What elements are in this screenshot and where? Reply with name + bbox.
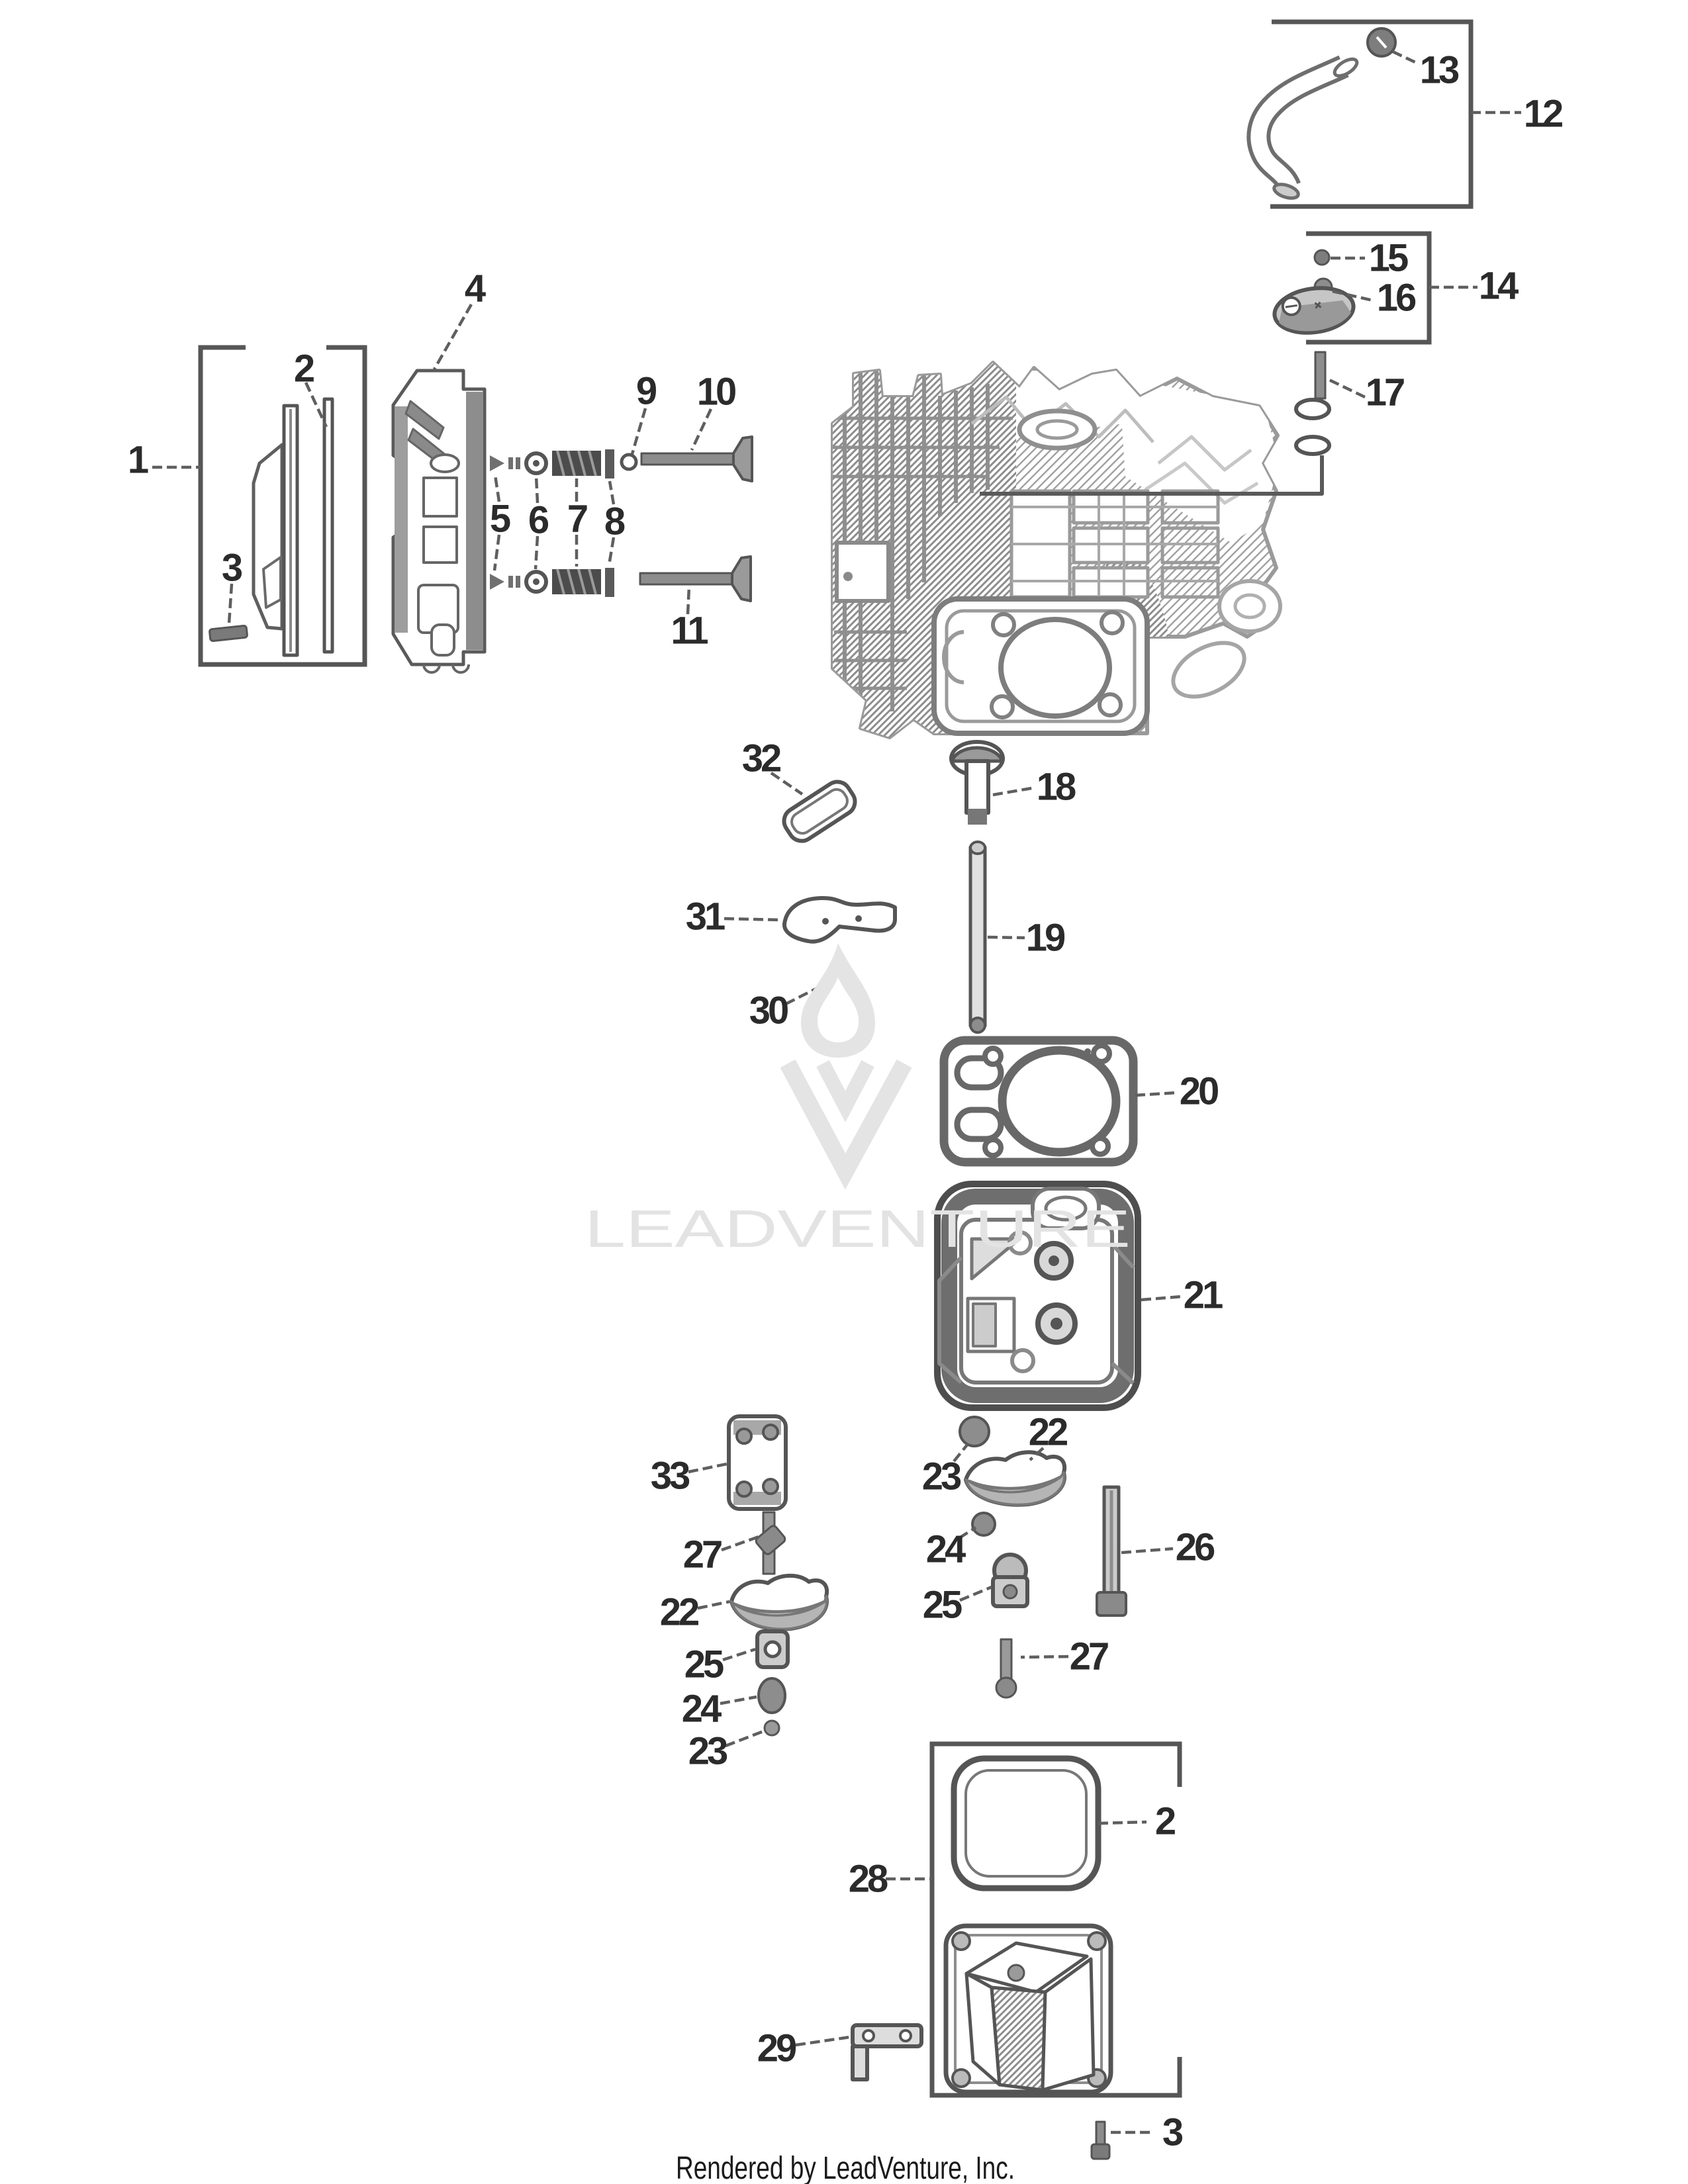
- svg-text:22: 22: [660, 1591, 698, 1634]
- svg-text:5: 5: [490, 498, 510, 541]
- svg-text:15: 15: [1369, 237, 1408, 280]
- svg-text:1: 1: [128, 439, 148, 482]
- svg-text:26: 26: [1176, 1526, 1215, 1569]
- svg-text:3: 3: [1162, 2111, 1183, 2154]
- svg-text:7: 7: [567, 498, 587, 541]
- svg-text:LEADVENTURE: LEADVENTURE: [585, 1199, 1131, 1258]
- svg-text:2: 2: [294, 347, 314, 390]
- svg-text:21: 21: [1184, 1274, 1223, 1317]
- svg-text:27: 27: [1070, 1635, 1108, 1678]
- svg-text:Rendered by LeadVenture, Inc.: Rendered by LeadVenture, Inc.: [676, 2151, 1015, 2184]
- svg-text:12: 12: [1524, 93, 1562, 136]
- svg-text:29: 29: [757, 2027, 796, 2070]
- svg-text:30: 30: [749, 989, 788, 1032]
- svg-text:31: 31: [686, 895, 725, 938]
- svg-text:20: 20: [1180, 1070, 1218, 1113]
- svg-text:13: 13: [1420, 49, 1459, 92]
- svg-text:24: 24: [926, 1528, 966, 1571]
- svg-text:28: 28: [849, 1858, 888, 1901]
- svg-text:23: 23: [688, 1730, 727, 1773]
- svg-text:33: 33: [651, 1455, 690, 1498]
- svg-text:23: 23: [922, 1455, 961, 1498]
- svg-text:11: 11: [671, 610, 708, 653]
- svg-text:14: 14: [1479, 265, 1519, 308]
- svg-text:19: 19: [1026, 917, 1065, 960]
- svg-text:6: 6: [528, 499, 549, 542]
- svg-text:24: 24: [682, 1688, 722, 1731]
- svg-text:16: 16: [1377, 277, 1416, 320]
- svg-text:32: 32: [742, 737, 780, 780]
- svg-text:4: 4: [465, 267, 486, 310]
- svg-text:10: 10: [697, 371, 735, 414]
- svg-text:17: 17: [1366, 371, 1404, 414]
- svg-text:25: 25: [923, 1584, 962, 1627]
- svg-text:2: 2: [1155, 1800, 1175, 1843]
- svg-text:8: 8: [604, 500, 625, 543]
- svg-text:3: 3: [222, 547, 242, 590]
- svg-text:9: 9: [636, 370, 657, 413]
- svg-text:18: 18: [1037, 766, 1076, 809]
- svg-text:22: 22: [1029, 1411, 1067, 1454]
- svg-text:25: 25: [684, 1643, 724, 1686]
- svg-text:27: 27: [683, 1533, 722, 1576]
